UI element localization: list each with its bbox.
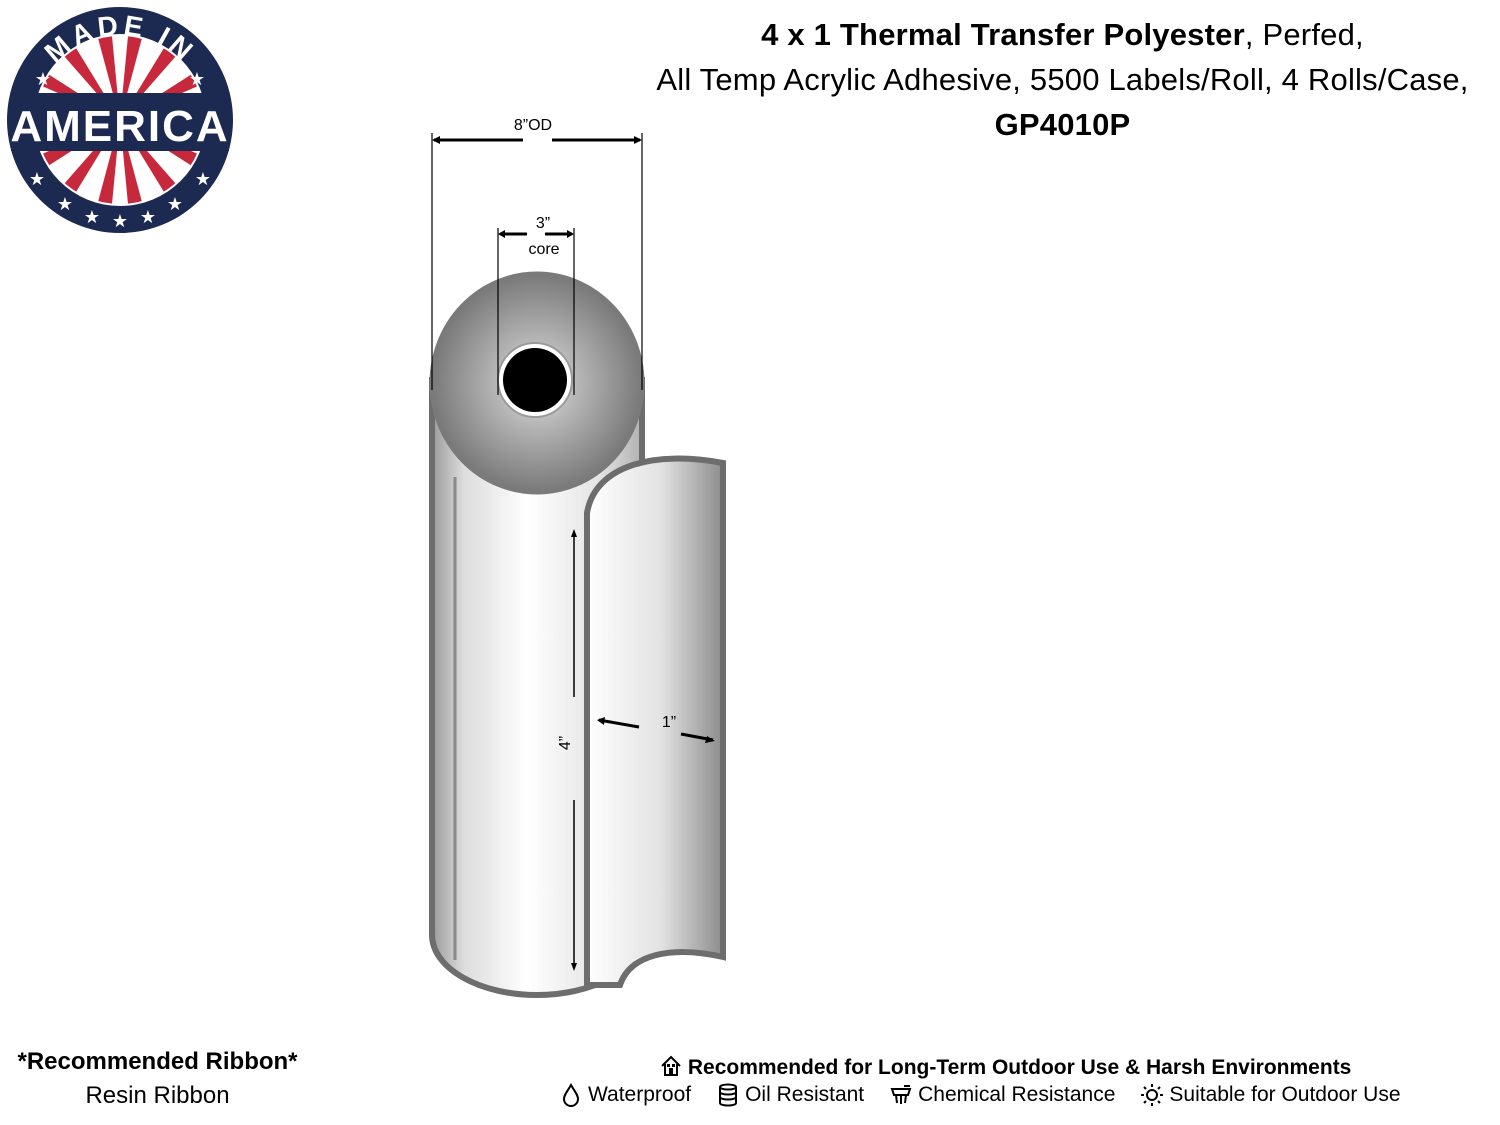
feature-label: Oil Resistant — [745, 1083, 865, 1106]
title-line-2: All Temp Acrylic Adhesive, 5500 Labels/R… — [656, 62, 1469, 97]
product-sku: GP4010P — [994, 107, 1131, 142]
label-roll-diagram: 8”OD 3” core 4” 1” — [429, 117, 726, 998]
svg-text:★: ★ — [140, 207, 156, 228]
made-in-america-badge: AMERICA MADE IN ★★ ★★ ★★ ★★★ — [7, 7, 233, 233]
sun-icon — [1141, 1083, 1164, 1107]
outdoor-recommendation: Recommended for Long-Term Outdoor Use & … — [660, 1054, 1400, 1080]
svg-text:★: ★ — [57, 194, 73, 215]
feature-label: Waterproof — [588, 1083, 692, 1106]
svg-text:★: ★ — [195, 169, 211, 190]
ribbon-title: *Recommended Ribbon* — [17, 1048, 298, 1075]
chemical-icon — [890, 1083, 912, 1107]
oil-barrels-icon — [717, 1083, 739, 1107]
product-title: 4 x 1 Thermal Transfer Polyester, Perfed… — [600, 12, 1500, 147]
od-dimension-label: 8”OD — [514, 117, 552, 134]
ribbon-value: Resin Ribbon — [85, 1082, 230, 1109]
svg-text:★: ★ — [84, 207, 100, 228]
droplet-icon — [560, 1083, 582, 1107]
feature-outdoor-use: Suitable for Outdoor Use — [1141, 1083, 1401, 1107]
feature-label: Chemical Resistance — [918, 1083, 1116, 1106]
recommended-ribbon: *Recommended Ribbon* Resin Ribbon — [0, 1048, 315, 1110]
house-icon — [660, 1054, 682, 1078]
feature-chemical-resistance: Chemical Resistance — [890, 1083, 1115, 1107]
title-bold: 4 x 1 Thermal Transfer Polyester — [761, 17, 1245, 52]
core-dimension-label: 3” — [536, 215, 550, 232]
core-label: core — [528, 241, 559, 258]
height-dimension-label: 4” — [557, 736, 574, 750]
svg-text:★: ★ — [29, 169, 45, 190]
svg-text:★: ★ — [35, 69, 51, 90]
width-dimension-label: 1” — [662, 714, 676, 731]
badge-main-text: AMERICA — [10, 102, 229, 151]
recommendation-text: Recommended for Long-Term Outdoor Use & … — [687, 1056, 1352, 1079]
svg-text:★: ★ — [112, 211, 128, 232]
feature-waterproof: Waterproof — [560, 1083, 691, 1107]
feature-label: Suitable for Outdoor Use — [1169, 1083, 1401, 1106]
feature-list: Waterproof Oil Resistant Chemical Resist… — [560, 1083, 1495, 1107]
svg-text:★: ★ — [167, 194, 183, 215]
svg-text:★: ★ — [189, 69, 205, 90]
feature-oil-resistant: Oil Resistant — [717, 1083, 864, 1107]
title-rest: , Perfed, — [1244, 17, 1364, 52]
